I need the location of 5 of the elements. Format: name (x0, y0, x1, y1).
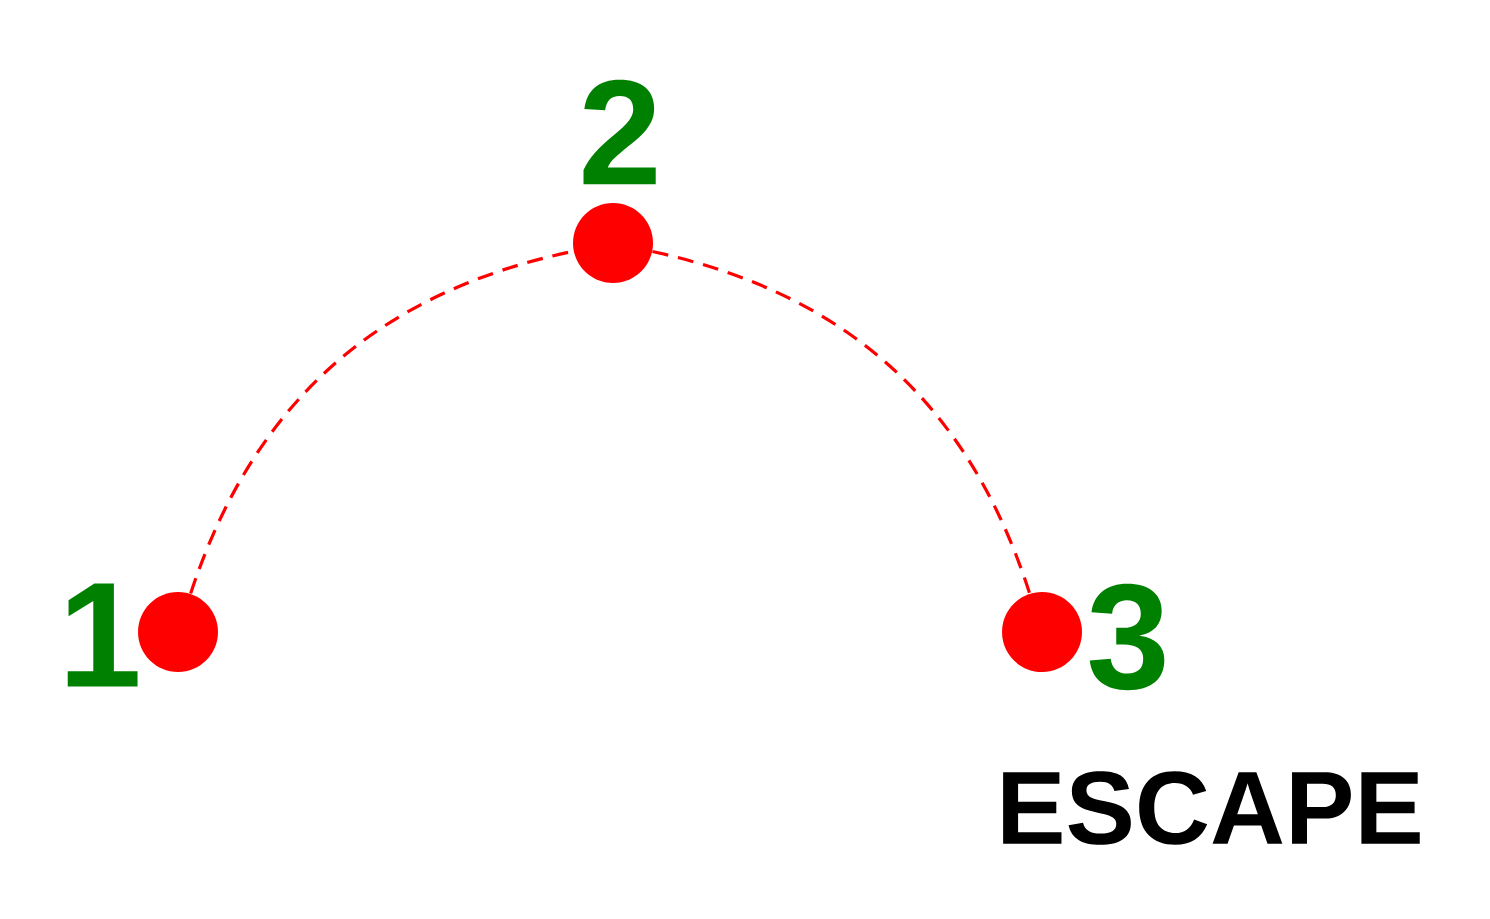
number-label: 3 (1089, 583, 1165, 691)
number-label: 2 (583, 79, 656, 185)
caption-label: ESCAPE (1003, 771, 1420, 845)
dashed-arc (652, 249, 1032, 595)
number-label: 1 (67, 583, 138, 687)
